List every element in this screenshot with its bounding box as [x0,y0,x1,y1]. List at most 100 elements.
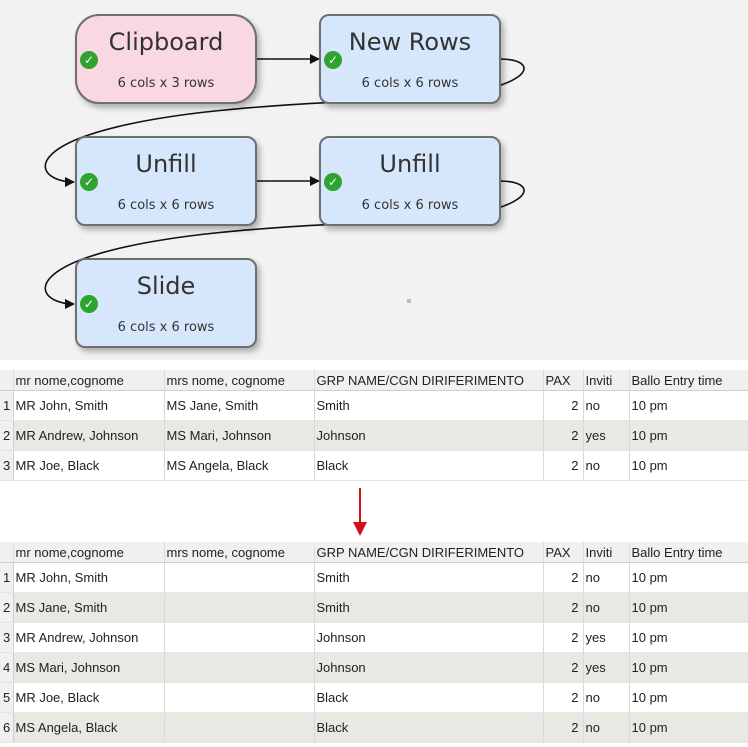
table-cell[interactable]: yes [583,420,630,451]
column-header[interactable]: GRP NAME/CGN DIRIFERIMENTO [314,370,544,391]
row-number: 2 [0,592,14,623]
node-unfill-2[interactable]: ✓ Unfill 6 cols x 6 rows [319,136,501,226]
check-circle-icon: ✓ [80,295,98,313]
table-cell[interactable] [164,592,315,623]
table-cell[interactable]: MR John, Smith [13,390,165,421]
table-cell[interactable]: 2 [543,390,584,421]
table-row: 2 MR Andrew, Johnson MS Mari, Johnson Jo… [0,420,748,451]
table-row: 5 MR Joe, Black Black 2 no 10 pm [0,682,748,713]
connector-unfill-2-slide [44,180,525,309]
table-cell[interactable]: 2 [543,652,584,683]
table-cell[interactable]: 2 [543,562,584,593]
node-title: Unfill [379,150,441,178]
table-cell[interactable]: 10 pm [629,682,748,713]
table-cell[interactable]: 2 [543,420,584,451]
table-cell[interactable]: Smith [314,562,544,593]
check-circle-icon: ✓ [324,51,342,69]
table-cell[interactable]: MS Jane, Smith [164,390,315,421]
table-cell[interactable]: MR Joe, Black [13,450,165,481]
table-cell[interactable]: 10 pm [629,390,748,421]
canvas-dot [407,299,411,303]
table-row: 2 MS Jane, Smith Smith 2 no 10 pm [0,592,748,623]
table-cell[interactable]: 2 [543,682,584,713]
table-cell[interactable]: yes [583,652,630,683]
node-subtitle: 6 cols x 6 rows [117,198,215,213]
column-header[interactable]: mrs nome, cognome [164,542,315,563]
column-header[interactable]: Inviti [583,542,630,563]
node-new-rows[interactable]: ✓ New Rows 6 cols x 6 rows [319,14,501,104]
row-number: 2 [0,420,14,451]
node-unfill-1[interactable]: ✓ Unfill 6 cols x 6 rows [75,136,257,226]
column-header[interactable]: mrs nome, cognome [164,370,315,391]
column-header[interactable]: Ballo Entry time [629,542,748,563]
table-cell[interactable]: 10 pm [629,562,748,593]
column-header[interactable]: PAX [543,542,584,563]
table-cell[interactable]: 2 [543,622,584,653]
column-header[interactable]: mr nome,cognome [13,370,165,391]
node-clipboard[interactable]: ✓ Clipboard 6 cols x 3 rows [75,14,257,104]
column-header[interactable]: Inviti [583,370,630,391]
table-cell[interactable]: 2 [543,450,584,481]
node-title: New Rows [348,28,472,56]
check-circle-icon: ✓ [80,51,98,69]
table-cell[interactable]: Johnson [314,420,544,451]
table-cell[interactable]: Smith [314,390,544,421]
table-cell[interactable]: Black [314,682,544,713]
table-cell[interactable]: 2 [543,592,584,623]
row-number: 1 [0,390,14,421]
check-circle-icon: ✓ [324,173,342,191]
row-number: 3 [0,622,14,653]
node-title: Clipboard [108,28,224,56]
table-cell[interactable]: no [583,450,630,481]
table-cell[interactable]: no [583,592,630,623]
table-cell[interactable]: 10 pm [629,592,748,623]
table-row: 3 MR Andrew, Johnson Johnson 2 yes 10 pm [0,622,748,653]
table-cell[interactable]: 10 pm [629,652,748,683]
table-cell[interactable] [164,562,315,593]
table-cell[interactable]: MS Angela, Black [13,712,165,743]
check-circle-icon: ✓ [80,173,98,191]
table-cell[interactable]: Black [314,450,544,481]
table-cell[interactable] [164,622,315,653]
column-header[interactable]: PAX [543,370,584,391]
table-cell[interactable]: Black [314,712,544,743]
column-header[interactable]: mr nome,cognome [13,542,165,563]
node-subtitle: 6 cols x 6 rows [361,198,459,213]
row-number-header [0,370,14,391]
table-cell[interactable]: no [583,390,630,421]
row-number: 4 [0,652,14,683]
table-cell[interactable]: MR John, Smith [13,562,165,593]
table-row: 1 MR John, Smith Smith 2 no 10 pm [0,562,748,593]
table-cell[interactable]: Johnson [314,622,544,653]
table-cell[interactable]: Smith [314,592,544,623]
table-cell[interactable]: MS Jane, Smith [13,592,165,623]
table-cell[interactable]: MR Andrew, Johnson [13,622,165,653]
table-cell[interactable]: no [583,562,630,593]
table-cell[interactable]: yes [583,622,630,653]
table-cell[interactable]: 10 pm [629,420,748,451]
row-number-header [0,542,14,563]
column-header[interactable]: Ballo Entry time [629,370,748,391]
table-cell[interactable]: MS Mari, Johnson [13,652,165,683]
table-cell[interactable] [164,652,315,683]
table-cell[interactable]: Johnson [314,652,544,683]
table-cell[interactable] [164,712,315,743]
flow-connectors [44,54,525,309]
node-slide[interactable]: ✓ Slide 6 cols x 6 rows [75,258,257,348]
table-cell[interactable]: MR Andrew, Johnson [13,420,165,451]
table-cell[interactable]: 10 pm [629,450,748,481]
row-number: 6 [0,712,14,743]
column-header[interactable]: GRP NAME/CGN DIRIFERIMENTO [314,542,544,563]
table-cell[interactable]: MS Angela, Black [164,450,315,481]
row-number: 5 [0,682,14,713]
table-cell[interactable]: 10 pm [629,712,748,743]
table-cell[interactable]: MR Joe, Black [13,682,165,713]
table-cell[interactable] [164,682,315,713]
table-cell[interactable]: MS Mari, Johnson [164,420,315,451]
table-row: 1 MR John, Smith MS Jane, Smith Smith 2 … [0,390,748,421]
table-cell[interactable]: 2 [543,712,584,743]
arrow-down-icon [353,488,367,536]
table-cell[interactable]: no [583,712,630,743]
table-cell[interactable]: 10 pm [629,622,748,653]
table-cell[interactable]: no [583,682,630,713]
